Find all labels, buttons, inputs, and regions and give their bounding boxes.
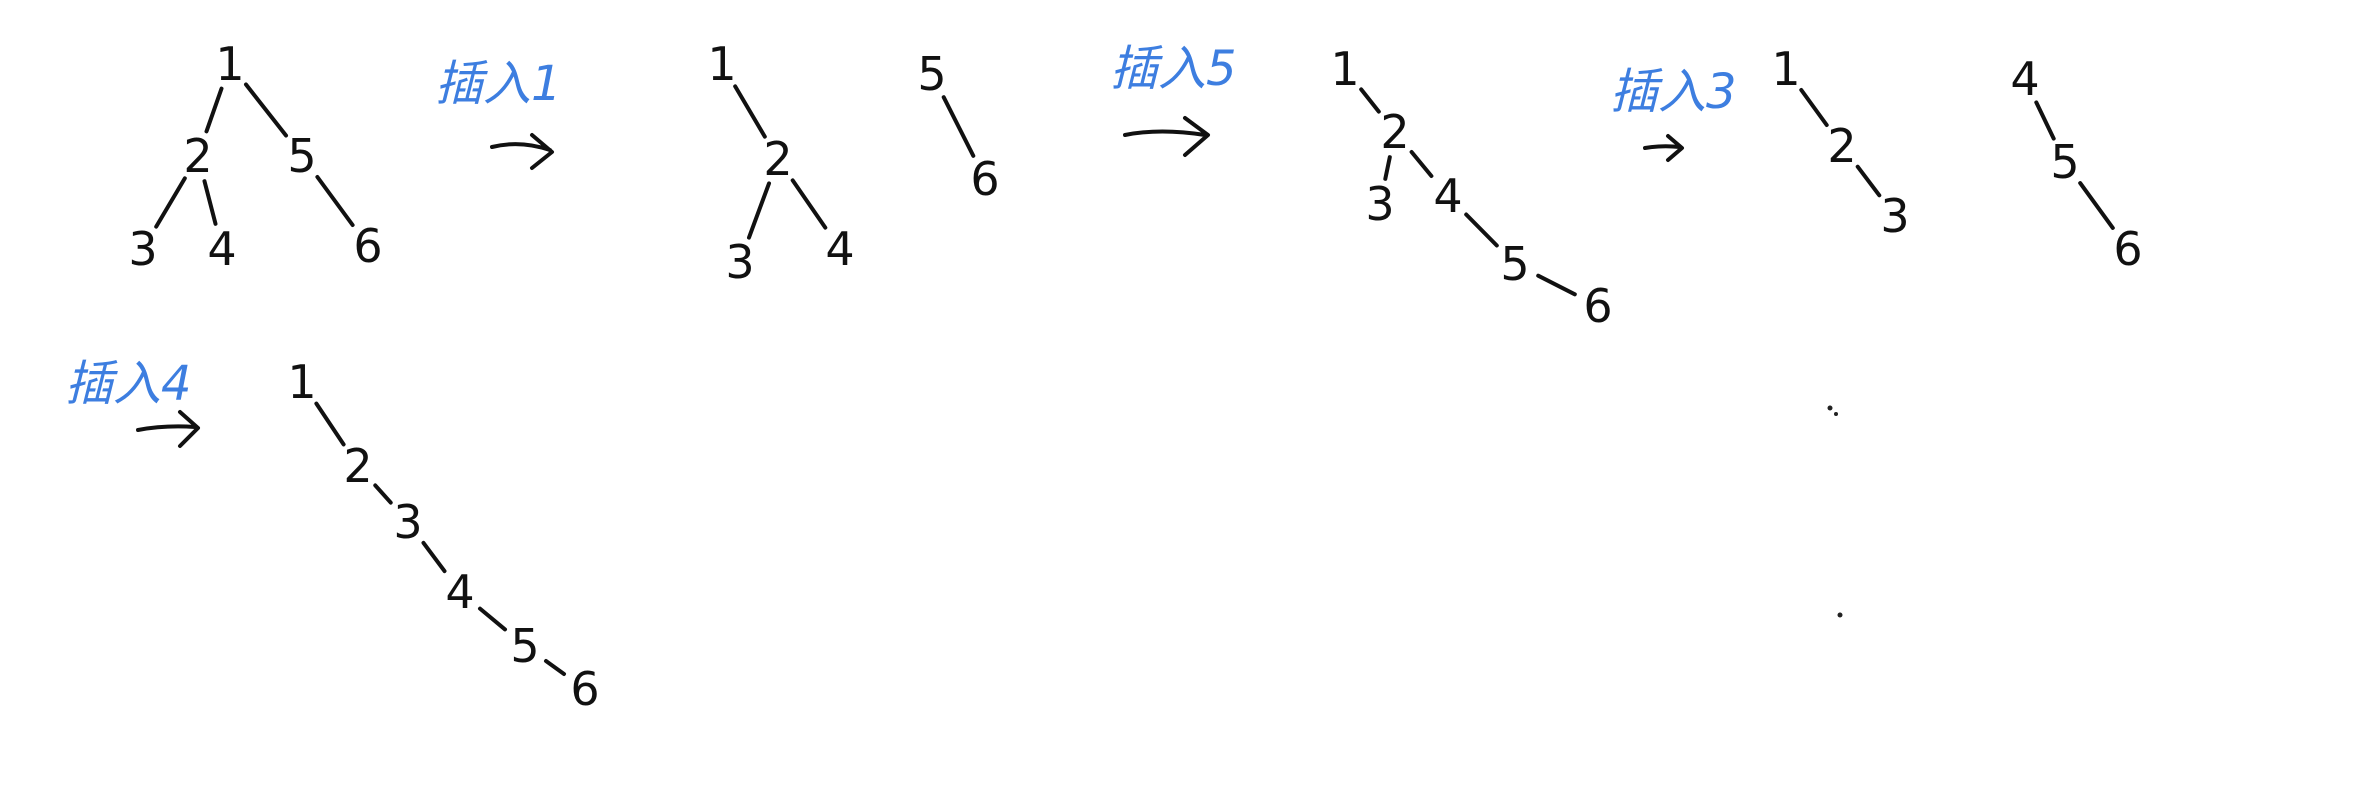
tree-edge-a2-a3 (154, 176, 187, 229)
node-6: 6 (353, 219, 382, 273)
node-1: 1 (707, 37, 736, 91)
node-5: 5 (510, 619, 539, 673)
node-4: 4 (825, 222, 854, 276)
step-label-insert-4: 插入4 (65, 356, 192, 412)
node-2: 2 (1827, 119, 1856, 173)
tree-edge-g2-g3 (373, 483, 393, 505)
arrow-step-1 (490, 133, 554, 170)
tree-edge-d2-d4 (1409, 150, 1434, 178)
tree-edge-e1-e2 (1799, 88, 1829, 127)
node-3: 3 (1880, 189, 1909, 243)
tree-edge-a1-a5 (244, 82, 288, 138)
tree-edge-a1-a2 (204, 86, 224, 134)
node-2: 2 (763, 132, 792, 186)
tree-edge-d2-d3 (1383, 155, 1392, 181)
tree-edge-f5-f6 (2078, 181, 2115, 230)
edges-layer (154, 82, 2115, 676)
tree-edge-d5-d6 (1536, 273, 1577, 297)
stray-dot (1834, 412, 1838, 416)
node-4: 4 (207, 222, 236, 276)
node-1: 1 (1771, 42, 1800, 96)
arrow-step-3 (1643, 134, 1684, 162)
step-label-insert-3: 插入3 (1610, 64, 1737, 120)
nodes-layer: 1 2 5 3 4 6 1 2 3 4 5 6 1 2 3 4 5 6 1 2 … (128, 37, 2142, 716)
tree-edge-g5-g6 (544, 659, 566, 676)
tree-edge-a5-a6 (315, 175, 355, 227)
node-4: 4 (1433, 169, 1462, 223)
tree-edge-f4-f5 (2034, 100, 2056, 141)
node-2: 2 (343, 439, 372, 493)
tree-edge-b2-b4 (790, 178, 828, 230)
node-6: 6 (970, 152, 999, 206)
node-6: 6 (1583, 279, 1612, 333)
tree-edge-d4-d5 (1464, 212, 1499, 248)
node-4: 4 (2010, 52, 2039, 106)
node-4: 4 (445, 565, 474, 619)
node-2: 2 (1380, 105, 1409, 159)
tree-edge-b1-b2 (733, 84, 767, 139)
node-3: 3 (393, 495, 422, 549)
node-6: 6 (2113, 222, 2142, 276)
step-label-insert-5: 插入5 (1110, 41, 1237, 97)
step-label-insert-1: 插入1 (435, 56, 562, 112)
tree-edge-g1-g2 (314, 401, 346, 447)
stray-dot (1837, 612, 1843, 618)
node-3: 3 (128, 222, 157, 276)
node-1: 1 (215, 37, 244, 91)
tree-edge-g4-g5 (478, 606, 507, 632)
node-5: 5 (917, 47, 946, 101)
node-5: 5 (287, 129, 316, 183)
node-5: 5 (2050, 135, 2079, 189)
tree-edge-g3-g4 (421, 540, 447, 574)
tree-edge-c5-c6 (941, 95, 976, 158)
stray-dot (1827, 405, 1833, 411)
node-5: 5 (1500, 237, 1529, 291)
arrow-step-2 (1123, 116, 1210, 157)
arrow-step-4 (136, 410, 200, 448)
node-1: 1 (287, 355, 316, 409)
tree-edge-a2-a4 (202, 179, 218, 226)
tree-edge-b2-b3 (747, 181, 771, 240)
node-6: 6 (570, 662, 599, 716)
node-3: 3 (1365, 177, 1394, 231)
node-2: 2 (183, 129, 212, 183)
tree-edge-e2-e3 (1855, 164, 1882, 198)
node-1: 1 (1330, 42, 1359, 96)
node-3: 3 (725, 235, 754, 289)
tree-edge-d1-d2 (1359, 87, 1381, 114)
